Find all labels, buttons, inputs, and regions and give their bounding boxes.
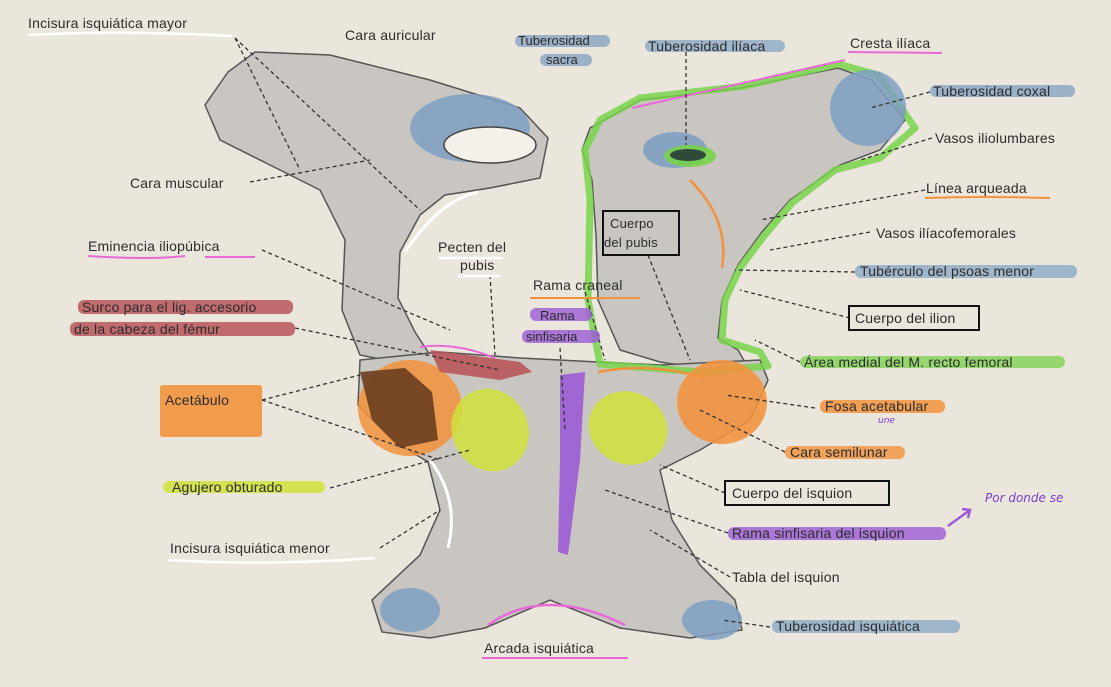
purple-symphysis [558, 372, 585, 555]
pink-eminencia-line [419, 344, 496, 359]
purple-box-rama [530, 308, 592, 321]
yellow-right-obturator [588, 391, 668, 465]
auricular-surface [443, 126, 537, 164]
yellow-left-obturator [451, 388, 529, 472]
underlines [27, 31, 1051, 659]
blue-box-coxal [930, 85, 1075, 97]
label-rama-craneal: Rama craneal [533, 277, 623, 293]
blue-box-sacra [540, 54, 592, 66]
blue-box-psoas [855, 265, 1077, 278]
label-linea-arqueada: Línea arqueada [926, 180, 1027, 196]
box-cuerpo-ilion [848, 305, 980, 331]
label-rama-sinfisaria-1: Rama [540, 308, 575, 323]
label-tuberosidad-sacra-1: Tuberosidad [518, 33, 590, 48]
label-tuberculo-psoas: Tubérculo del psoas menor [860, 263, 1034, 279]
orange-right-acetabulum [677, 360, 767, 444]
label-cuerpo-isquion: Cuerpo del isquion [732, 485, 852, 501]
orange-rama-craneal-line [597, 366, 706, 380]
label-cara-semilunar: Cara semilunar [790, 444, 888, 460]
label-incisura-menor: Incisura isquiática menor [170, 540, 330, 556]
label-arcada-isquiatica: Arcada isquiática [484, 640, 594, 656]
label-eminencia-iliopubica: Eminencia iliopúbica [88, 238, 220, 254]
label-tabla-isquion: Tabla del isquion [732, 569, 840, 585]
red-box-surco-2 [70, 322, 295, 336]
label-tuberosidad-isquiatica: Tuberosidad isquiática [776, 618, 920, 634]
label-rama-sinfisaria-isquion: Rama sinfisaria del isquion [732, 525, 905, 541]
label-fosa-acetabular: Fosa acetabular [825, 398, 929, 414]
label-cuerpo-pubis-2: del pubis [604, 235, 658, 250]
blue-left-tuberosidad-isquiatica [380, 588, 440, 632]
pink-arcada-line [487, 603, 626, 627]
blue-right-tuberosidad-isquiatica [682, 600, 742, 640]
label-tuberosidad-sacra-2: sacra [546, 52, 579, 67]
label-acetabulo: Acetábulo [165, 392, 229, 408]
handwritten-une: une [878, 416, 895, 426]
yellow-box-obturado [163, 481, 325, 493]
green-outline-cresta [581, 60, 919, 376]
label-pecten-2: pubis [460, 257, 494, 273]
blue-tuberosidad-coxal-patch [830, 70, 906, 146]
label-surco-1: Surco para el lig. accesorio [82, 299, 256, 315]
label-cara-auricular: Cara auricular [345, 27, 436, 43]
orange-box-semilunar [785, 446, 905, 459]
handwritten-por-donde: Por donde se [985, 491, 1063, 505]
label-cresta-iliaca: Cresta ilíaca [850, 35, 930, 51]
red-box-surco-1 [78, 300, 293, 314]
blue-box-tuberosidad-isquiatica [772, 620, 960, 633]
label-pecten-1: Pecten del [438, 239, 506, 255]
label-cara-muscular: Cara muscular [130, 175, 224, 191]
label-cuerpo-ilion: Cuerpo del ilion [855, 310, 955, 326]
orange-box-fosa [820, 400, 945, 413]
label-tuberosidad-iliaca: Tuberosidad ilíaca [648, 38, 765, 54]
label-vasos-iliacofemorales: Vasos ilíacofemorales [876, 225, 1016, 241]
purple-box-sinfisaria [522, 330, 600, 343]
box-cuerpo-isquion [724, 480, 890, 506]
label-cuerpo-pubis-1: Cuerpo [610, 216, 654, 231]
box-cuerpo-pubis [602, 210, 680, 256]
leader-lines [234, 37, 933, 628]
white-incisura-menor-line [428, 459, 453, 549]
red-surco-region [430, 350, 532, 380]
label-incisura-mayor: Incisura isquiática mayor [28, 15, 187, 31]
label-vasos-iliolumbares: Vasos iliolumbares [935, 130, 1055, 146]
purple-arrow-icon [947, 507, 972, 528]
label-area-medial: Área medial del M. recto femoral [804, 354, 1013, 370]
blue-box-tuberosidad [515, 35, 610, 47]
blue-box-iliaca [645, 40, 785, 52]
purple-box-rama-sinfisaria-isquion [728, 527, 946, 540]
pink-cresta-line [631, 59, 846, 109]
orange-linea-arqueada-line [689, 179, 725, 269]
white-pecten-line [403, 190, 479, 253]
label-rama-sinfisaria-2: sinfisaria [526, 329, 578, 344]
orange-box-acetabulo [160, 385, 262, 437]
green-box-area-medial [800, 356, 1065, 368]
iliaca-dark-notch [670, 149, 706, 161]
brown-acetabular-fossa [360, 368, 438, 448]
label-agujero-obturado: Agujero obturado [172, 479, 283, 495]
label-surco-2: de la cabeza del fémur [74, 321, 220, 337]
label-tuberosidad-coxal: Tuberosidad coxal [933, 83, 1050, 99]
